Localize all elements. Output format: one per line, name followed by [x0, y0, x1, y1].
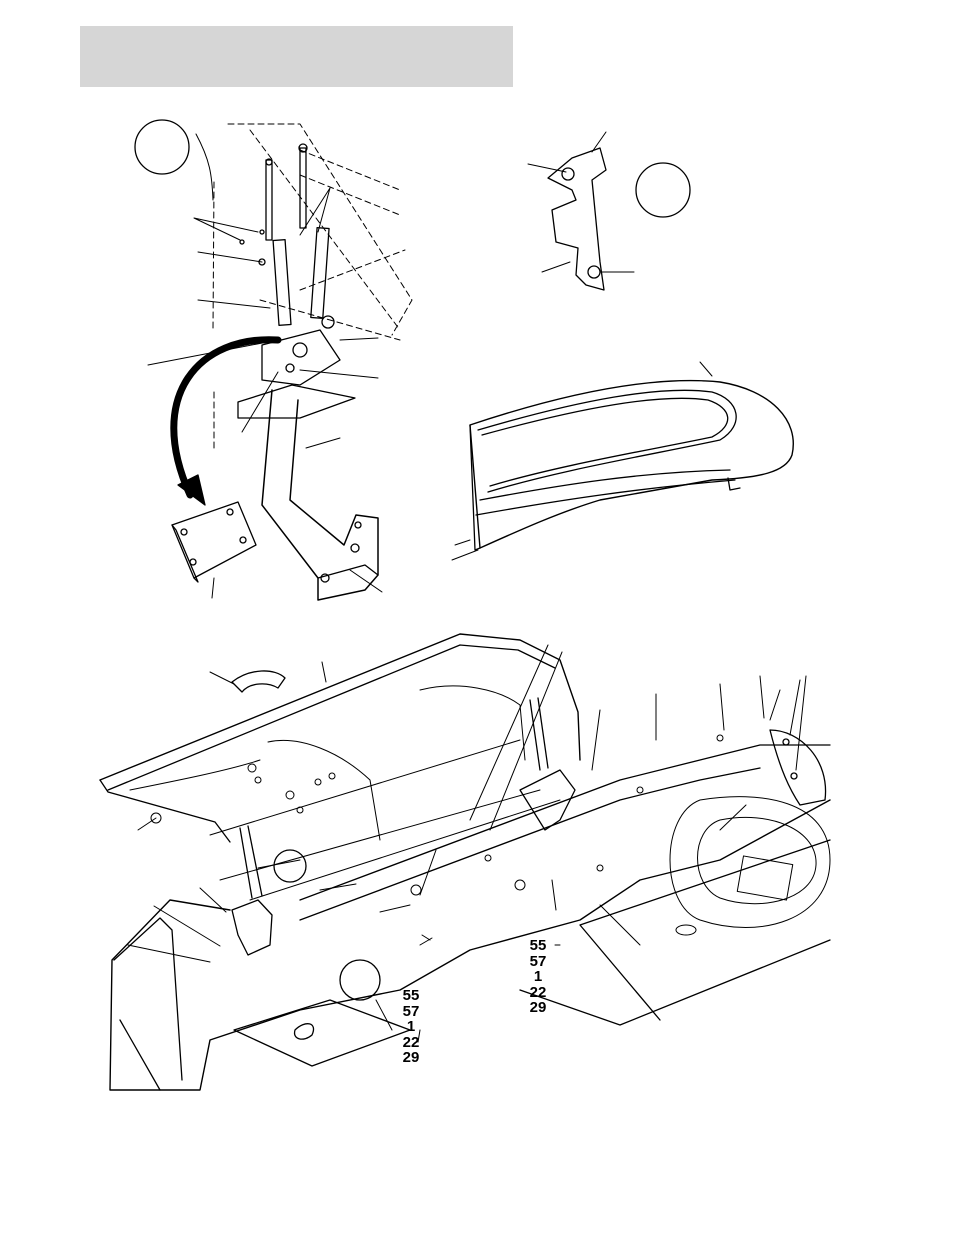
callout-number: 57: [518, 954, 558, 970]
cushion-pad: [172, 502, 256, 598]
lid-hinge-left: [232, 900, 272, 955]
lever-arm: [262, 390, 378, 600]
assembly-leaders: [128, 645, 806, 1042]
cover-outline: [470, 381, 793, 548]
callout-number: 29: [391, 1050, 431, 1066]
tray: [234, 1000, 410, 1066]
frame-beam: [300, 745, 830, 900]
callout-number: 22: [518, 985, 558, 1001]
mount-bracket: [548, 148, 606, 290]
side-panel-left: [114, 918, 182, 1090]
cross-member: [520, 840, 830, 1025]
gas-spring-assembly: [135, 120, 412, 600]
callout-number: 29: [518, 1000, 558, 1016]
cover-shell: [452, 362, 793, 560]
rear-guard: [770, 730, 826, 805]
callout-number: 57: [391, 1004, 431, 1020]
callout-number: 22: [391, 1035, 431, 1051]
lid-strut-left: [240, 826, 262, 898]
lid-inner-ribs: [130, 686, 560, 900]
view-circle-d: [340, 960, 380, 1000]
view-circle-a: [135, 120, 189, 174]
grab-handle: [232, 671, 285, 692]
fasteners: [151, 735, 723, 895]
callout-number: 55: [518, 938, 558, 954]
callout-number: 1: [518, 969, 558, 985]
callout-stack-left: 55 57 1 22 29: [391, 988, 431, 1066]
callout-number: 55: [391, 988, 431, 1004]
callout-stack-right: 55 57 1 22 29: [518, 938, 558, 1016]
gas-spring-left: [266, 159, 291, 325]
gas-spring-right: [299, 144, 334, 328]
bracket-leaders: [528, 132, 634, 272]
view-circle-c: [274, 850, 306, 882]
frame-curve: [196, 134, 213, 200]
mount-bracket-detail: [528, 132, 690, 290]
main-assembly: [100, 634, 830, 1090]
callout-number: 1: [391, 1019, 431, 1035]
view-circle-b: [636, 163, 690, 217]
